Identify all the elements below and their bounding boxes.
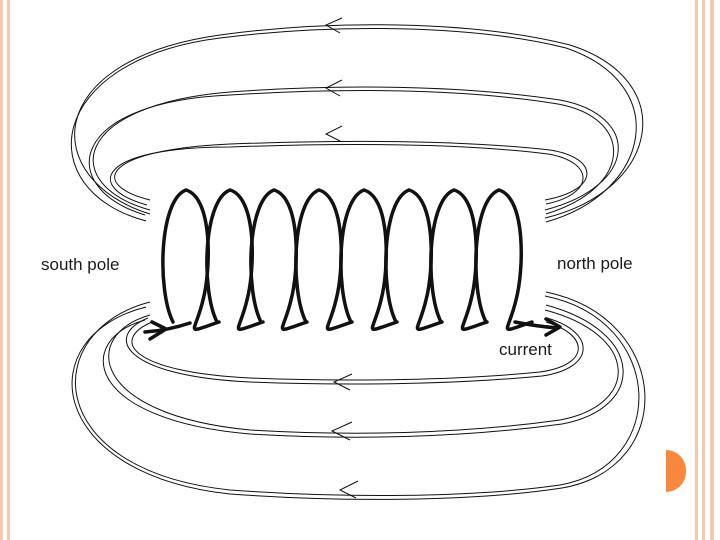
field-line-bottom-outer (75, 295, 640, 496)
field-line-bottom-inner-2 (125, 317, 584, 385)
field-line-bottom-middle-inner (102, 304, 624, 438)
field-line-top-outer-inner (70, 28, 637, 223)
slide-marker-tab (666, 450, 686, 492)
arrow-head (338, 480, 359, 499)
south-pole-label: south pole (41, 255, 119, 274)
coil-loop (429, 188, 489, 331)
current-arrows (143, 317, 562, 341)
field-line-top-inner-2 (109, 144, 584, 206)
border-line (695, 0, 698, 540)
arrow-head (324, 125, 343, 142)
field-line-bottom-inner (131, 321, 579, 381)
coil-loop (339, 188, 399, 331)
current-in-arrowhead (148, 320, 168, 341)
coil-loop (294, 188, 354, 331)
arrow-head (324, 79, 343, 97)
field-line-top-inner (114, 141, 588, 201)
arrow-head (324, 17, 343, 34)
slide-right-border (693, 0, 720, 540)
north-pole-label: north pole (557, 254, 633, 273)
field-lines-top (70, 24, 644, 223)
slide-left-border (0, 0, 10, 540)
current-label: current (499, 340, 552, 359)
coil-loop (161, 188, 221, 331)
field-arrows-top (324, 17, 343, 142)
current-out-line (513, 320, 560, 330)
coil-loop (384, 188, 444, 331)
field-line-bottom-middle (108, 309, 619, 434)
arrow-head (330, 421, 353, 441)
solenoid-coil (161, 188, 534, 331)
field-line-bottom-outer-inner (71, 291, 646, 500)
coil-loop (249, 188, 309, 331)
field-line-top-middle-inner (88, 90, 614, 216)
field-line-top-outer (74, 24, 644, 219)
current-in-line (143, 321, 192, 334)
field-arrows-bottom (330, 373, 359, 499)
current-out-arrowhead (544, 317, 562, 337)
arrow-head (332, 373, 353, 391)
border-line (702, 0, 705, 540)
coil-loop (474, 188, 534, 331)
coil-loop (205, 188, 265, 331)
field-line-top-middle (92, 86, 619, 211)
field-lines-bottom (71, 291, 646, 500)
border-line (710, 0, 714, 540)
